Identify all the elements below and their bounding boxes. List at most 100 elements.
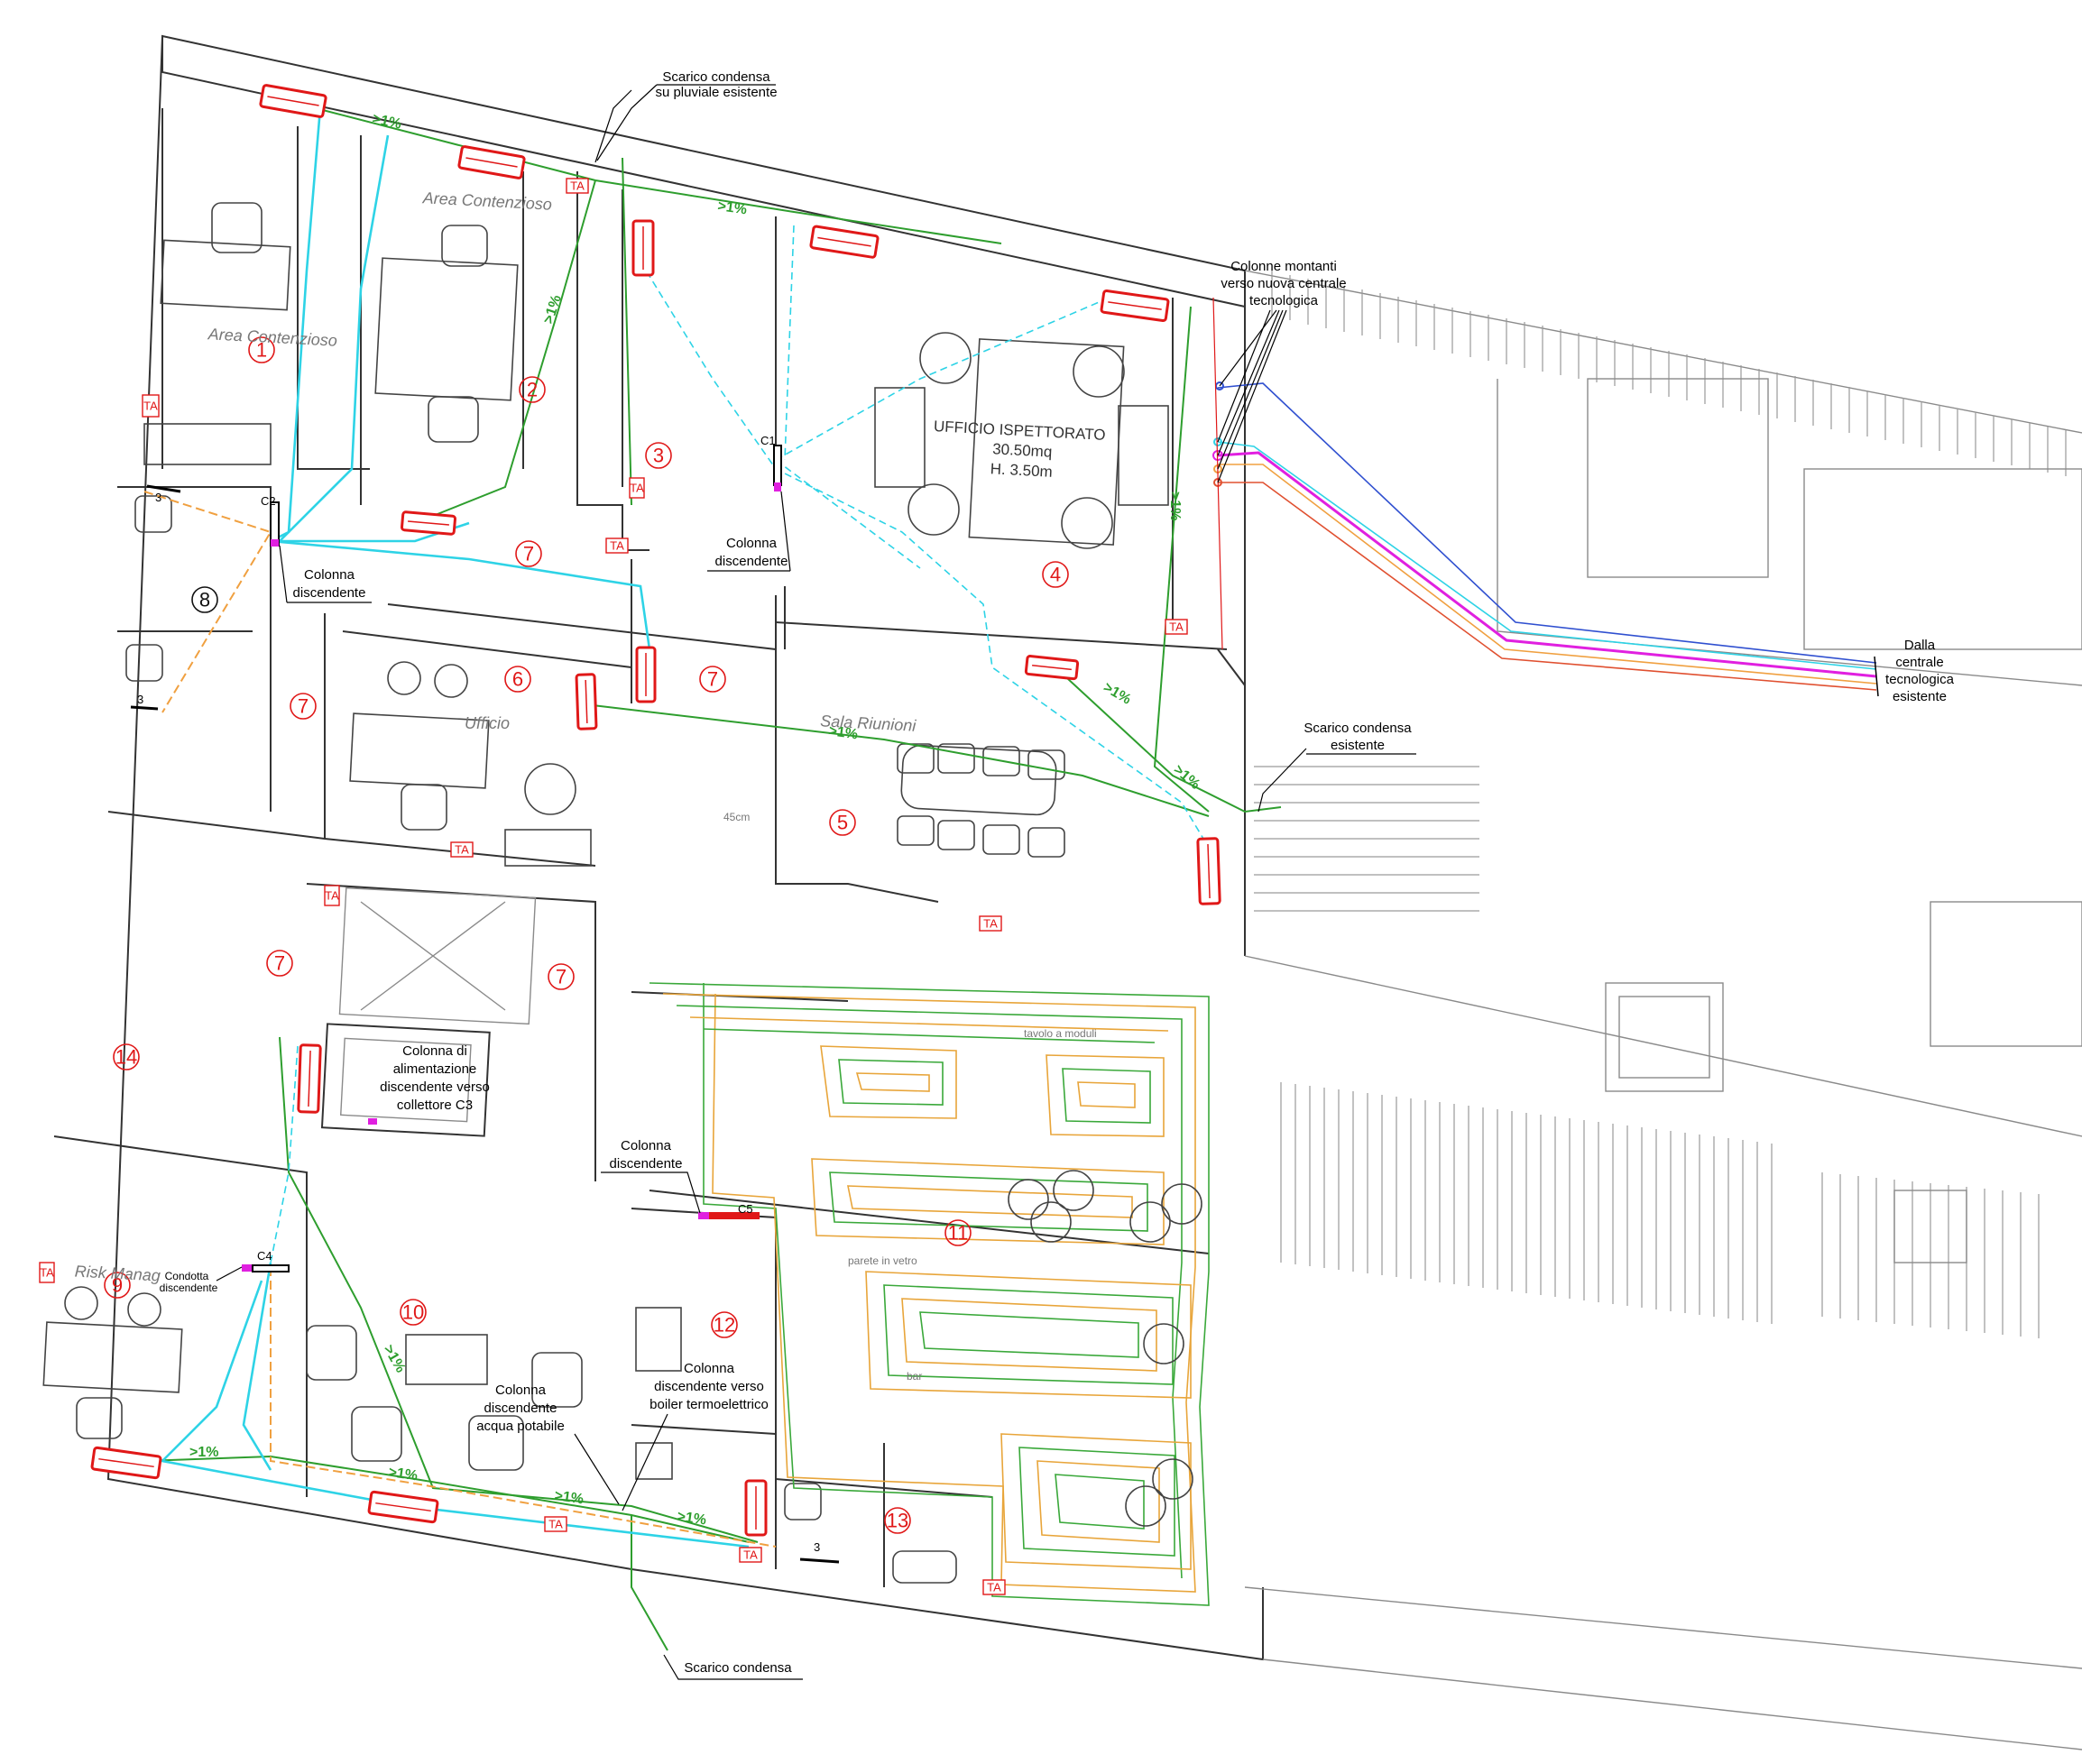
indoor-unit[interactable] bbox=[297, 1043, 322, 1114]
svg-text:H. 3.50m: H. 3.50m bbox=[990, 460, 1053, 481]
svg-text:12: 12 bbox=[714, 1314, 735, 1337]
ta-tag: TA bbox=[982, 1579, 1006, 1595]
svg-text:TA: TA bbox=[143, 400, 158, 413]
svg-text:Area Contenzioso: Area Contenzioso bbox=[421, 188, 552, 214]
svg-text:Scarico condensa: Scarico condensa bbox=[1304, 721, 1412, 736]
thermostats: TA TA TA TA TA TA TA TA TA TA TA TA bbox=[39, 178, 1188, 1595]
underfloor-heating bbox=[649, 982, 1210, 1606]
room-number: 7 bbox=[266, 950, 293, 977]
ta-tag: TA bbox=[544, 1516, 567, 1532]
svg-text:7: 7 bbox=[298, 695, 309, 718]
svg-text:>1%: >1% bbox=[1167, 492, 1183, 520]
room-number: 5 bbox=[829, 809, 856, 836]
svg-text:8: 8 bbox=[199, 589, 210, 611]
indoor-unit[interactable] bbox=[90, 1446, 162, 1480]
svg-text:>1%: >1% bbox=[716, 198, 748, 217]
svg-text:7: 7 bbox=[274, 952, 285, 975]
svg-text:tecnologica: tecnologica bbox=[1885, 672, 1955, 687]
svg-text:discendente: discendente bbox=[293, 585, 366, 601]
room-number: 14 bbox=[113, 1043, 140, 1070]
svg-text:10: 10 bbox=[402, 1301, 424, 1324]
room-number: 9 bbox=[104, 1272, 131, 1299]
svg-text:TA: TA bbox=[548, 1518, 563, 1531]
svg-text:tecnologica: tecnologica bbox=[1249, 293, 1319, 308]
indoor-unit[interactable] bbox=[744, 1479, 768, 1537]
svg-text:C1: C1 bbox=[760, 434, 776, 447]
room-number: 11 bbox=[944, 1219, 972, 1246]
indoor-unit[interactable] bbox=[367, 1490, 439, 1524]
svg-text:TA: TA bbox=[455, 843, 469, 857]
svg-text:UFFICIO ISPETTORATO: UFFICIO ISPETTORATO bbox=[934, 418, 1107, 444]
indoor-unit[interactable] bbox=[1196, 837, 1221, 905]
indoor-unit[interactable] bbox=[809, 225, 880, 259]
ta-tag: TA bbox=[979, 915, 1002, 932]
room-number: 10 bbox=[400, 1299, 427, 1326]
room-number: 7 bbox=[290, 693, 317, 720]
svg-text:discendente: discendente bbox=[610, 1156, 683, 1171]
indoor-unit[interactable] bbox=[1100, 289, 1170, 323]
svg-text:Ufficio: Ufficio bbox=[465, 714, 510, 732]
svg-text:3: 3 bbox=[155, 491, 161, 504]
room-number: 4 bbox=[1042, 561, 1069, 588]
svg-text:4: 4 bbox=[1050, 564, 1061, 586]
indoor-unit[interactable] bbox=[457, 145, 526, 179]
svg-text:TA: TA bbox=[630, 482, 644, 495]
svg-text:C4: C4 bbox=[257, 1249, 272, 1263]
svg-text:>1%: >1% bbox=[827, 723, 859, 742]
svg-text:TA: TA bbox=[983, 917, 998, 931]
svg-text:esistente: esistente bbox=[1331, 738, 1385, 753]
svg-text:3: 3 bbox=[137, 693, 143, 706]
indoor-unit[interactable] bbox=[575, 673, 598, 730]
svg-text:3: 3 bbox=[653, 445, 664, 467]
svg-text:>1%: >1% bbox=[553, 1488, 585, 1507]
svg-text:30.50mq: 30.50mq bbox=[992, 440, 1053, 460]
svg-text:Condotta: Condotta bbox=[165, 1270, 209, 1282]
svg-text:7: 7 bbox=[707, 668, 718, 691]
svg-text:Area Contenzioso: Area Contenzioso bbox=[207, 325, 337, 350]
walls bbox=[53, 34, 2082, 1750]
room-number: 13 bbox=[884, 1507, 911, 1534]
svg-text:discendente verso: discendente verso bbox=[380, 1080, 490, 1095]
svg-text:Colonna: Colonna bbox=[621, 1138, 672, 1153]
svg-text:parete in vetro: parete in vetro bbox=[848, 1254, 917, 1267]
svg-text:discendente: discendente bbox=[160, 1282, 218, 1294]
codes: C1 C2 C4 C5 3 3 3 bbox=[137, 434, 820, 1554]
svg-text:Colonna: Colonna bbox=[304, 567, 355, 583]
indoor-unit[interactable] bbox=[400, 510, 457, 536]
indoor-unit[interactable] bbox=[259, 84, 327, 118]
ta-tag: TA bbox=[1165, 619, 1188, 635]
svg-text:TA: TA bbox=[570, 179, 585, 193]
svg-text:Scarico condensa: Scarico condensa bbox=[662, 69, 770, 85]
svg-text:Colonna: Colonna bbox=[684, 1361, 735, 1376]
condensate-lines bbox=[143, 89, 1282, 1651]
svg-text:TA: TA bbox=[987, 1581, 1001, 1594]
room-number: 7 bbox=[515, 540, 542, 567]
room-number: 2 bbox=[519, 376, 546, 403]
svg-text:Scarico condensa: Scarico condensa bbox=[684, 1660, 792, 1676]
indoor-units[interactable] bbox=[90, 84, 1221, 1537]
indoor-unit[interactable] bbox=[635, 646, 657, 703]
room-numbers: 1 2 3 4 5 6 7 7 7 7 7 8 9 10 11 12 13 14 bbox=[104, 336, 1069, 1534]
svg-text:tavolo a moduli: tavolo a moduli bbox=[1024, 1027, 1097, 1040]
svg-text:Colonna: Colonna bbox=[726, 536, 778, 551]
svg-text:discendente verso: discendente verso bbox=[654, 1379, 764, 1394]
svg-text:centrale: centrale bbox=[1895, 655, 1943, 670]
svg-text:13: 13 bbox=[887, 1510, 908, 1532]
svg-text:C2: C2 bbox=[261, 494, 276, 508]
indoor-unit[interactable] bbox=[631, 219, 655, 277]
svg-text:>1%: >1% bbox=[676, 1509, 707, 1528]
indoor-unit[interactable] bbox=[1024, 655, 1080, 681]
ta-tag: TA bbox=[605, 537, 629, 554]
hot-water-lines bbox=[143, 491, 777, 1548]
svg-text:1: 1 bbox=[256, 339, 267, 362]
room-number: 7 bbox=[548, 963, 575, 990]
room-number: 6 bbox=[504, 666, 531, 693]
svg-text:6: 6 bbox=[512, 668, 523, 691]
svg-text:9: 9 bbox=[112, 1274, 123, 1297]
room-number: 8 bbox=[191, 586, 218, 613]
svg-text:5: 5 bbox=[837, 812, 848, 834]
svg-text:>1%: >1% bbox=[1101, 680, 1134, 708]
roof-hatching-lower bbox=[1254, 378, 2082, 1338]
svg-text:discendente: discendente bbox=[484, 1401, 557, 1416]
